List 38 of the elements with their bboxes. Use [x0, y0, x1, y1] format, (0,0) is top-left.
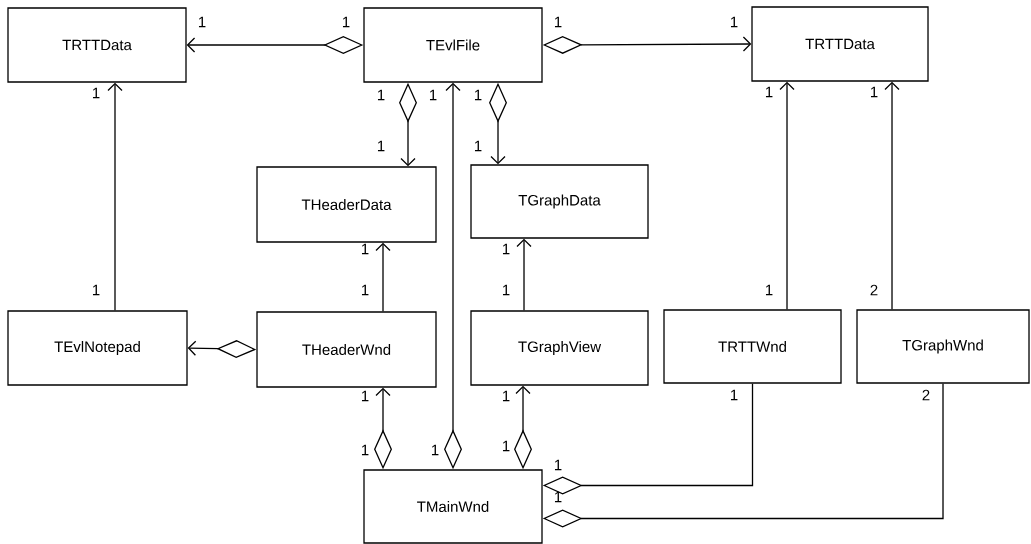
association-arrow — [779, 81, 795, 310]
multiplicity-label: 1 — [555, 459, 562, 471]
multiplicity-label: 1 — [343, 16, 350, 28]
class-box: TGraphData — [470, 164, 649, 239]
class-box: TRTTWnd — [663, 309, 842, 384]
multiplicity-label: 1 — [766, 284, 773, 296]
class-box: TRTTData — [751, 6, 929, 82]
multiplicity-label: 1 — [503, 284, 510, 296]
multiplicity-label: 1 — [93, 87, 100, 99]
multiplicity-label: 1 — [731, 16, 738, 28]
multiplicity-label: 1 — [362, 243, 369, 255]
class-box: TRTTData — [7, 7, 187, 83]
multiplicity-label: 1 — [362, 284, 369, 296]
multiplicity-label: 1 — [766, 86, 773, 98]
class-box: TMainWnd — [363, 469, 543, 544]
multiplicity-label: 1 — [503, 390, 510, 402]
association-arrow — [516, 238, 532, 311]
multiplicity-label: 2 — [922, 389, 930, 401]
association-arrow — [107, 82, 123, 311]
class-box: TGraphWnd — [856, 309, 1030, 384]
multiplicity-label: 1 — [475, 140, 482, 152]
multiplicity-label: 1 — [432, 444, 439, 456]
multiplicity-label: 1 — [731, 389, 738, 401]
multiplicity-label: 1 — [503, 440, 510, 452]
multiplicity-label: 1 — [503, 243, 510, 255]
class-box: THeaderWnd — [256, 311, 437, 388]
class-box: TEvlNotepad — [7, 310, 188, 386]
multiplicity-label: 1 — [93, 284, 100, 296]
multiplicity-label: 1 — [362, 390, 369, 402]
association-arrow — [884, 81, 900, 310]
association-arrow — [375, 242, 391, 312]
multiplicity-label: 2 — [870, 284, 878, 296]
class-box: THeaderData — [256, 166, 437, 243]
class-box: TGraphView — [470, 310, 649, 386]
multiplicity-label: 1 — [378, 140, 385, 152]
multiplicity-label: 1 — [871, 86, 878, 98]
class-box: TEvlFile — [363, 7, 543, 83]
multiplicity-label: 1 — [362, 444, 369, 456]
